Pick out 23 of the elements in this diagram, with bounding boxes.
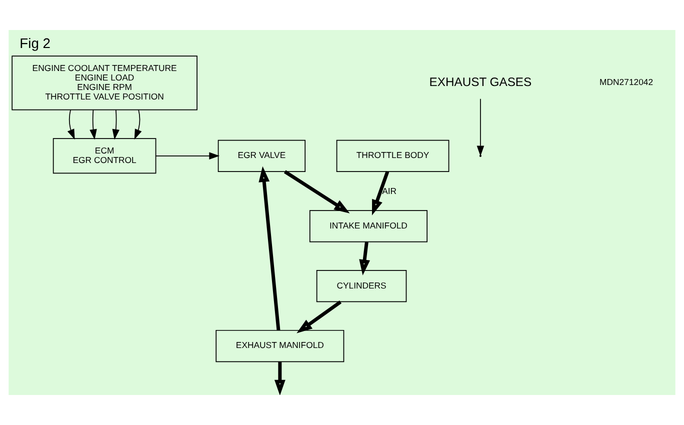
node-box: ENGINE COOLANT TEMPERATURE ENGINE LOAD ENGINE RPM THROTTLE VALVE POSITION — [12, 56, 198, 110]
node-text: EXHAUST GASES — [429, 75, 532, 90]
arrow — [258, 166, 280, 330]
arrow — [296, 300, 342, 334]
node-box: INTAKE MANIFOLD — [309, 210, 428, 242]
label: MDN2712042 — [600, 77, 654, 88]
node-box: THROTTLE BODY — [336, 140, 450, 172]
arrow — [112, 110, 120, 140]
node-box: CYLINDERS — [316, 270, 407, 302]
arrow — [274, 362, 286, 395]
node-box: EXHAUST MANIFOLD — [216, 330, 344, 362]
arrow — [67, 110, 75, 140]
arrow — [476, 98, 484, 156]
arrow — [372, 171, 390, 216]
edge-label: AIR — [382, 186, 397, 196]
node-box: ECM EGR CONTROL — [52, 138, 156, 174]
arrow — [284, 170, 350, 214]
arrow — [90, 110, 97, 140]
node-box: EGR VALVE — [218, 140, 306, 172]
diagram-title: Fig 2 — [20, 35, 51, 52]
arrow — [134, 110, 142, 140]
arrow — [359, 242, 370, 276]
arrow — [155, 152, 220, 160]
